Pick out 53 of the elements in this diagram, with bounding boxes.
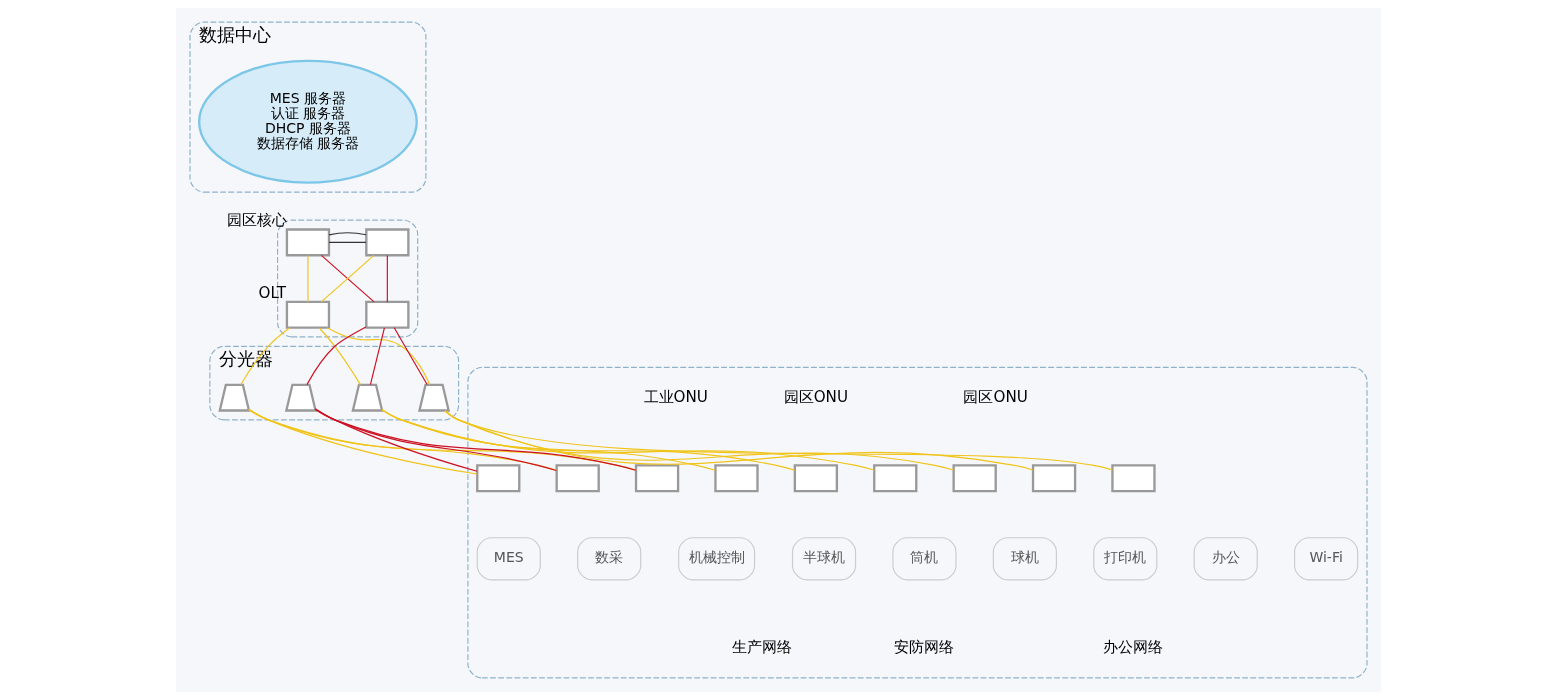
label: 工业ONU — [643, 387, 708, 406]
node-box — [555, 464, 600, 493]
node-box — [634, 464, 679, 493]
node-box: Wi-Fi — [1293, 537, 1358, 581]
connector — [306, 254, 309, 303]
connector — [326, 327, 430, 386]
node-box — [952, 464, 997, 493]
node-box: 数采 — [576, 537, 641, 581]
node-trapezium — [350, 383, 384, 412]
node-ellipse: MES 服务器 认证 服务器 DHCP 服务器 数据存储 服务器 — [197, 59, 418, 184]
node-box — [364, 228, 410, 257]
connector — [393, 327, 428, 386]
connector — [247, 409, 636, 471]
node-box: 球机 — [992, 537, 1057, 581]
node-box: 机械控制 — [677, 537, 755, 581]
node-box — [1031, 464, 1076, 493]
node-trapezium — [217, 383, 250, 412]
node-box — [793, 464, 838, 493]
connector — [314, 408, 557, 472]
node-label: OLT — [258, 283, 286, 302]
node-label: 园区核心 — [226, 211, 287, 230]
connector — [305, 326, 366, 386]
connector — [247, 408, 478, 475]
node-box: 打印机 — [1092, 537, 1157, 581]
label: 办公网络 — [1102, 637, 1163, 656]
label: 园区ONU — [783, 387, 848, 406]
node-box: MES — [476, 537, 541, 581]
cluster — [466, 366, 1368, 679]
connector — [239, 327, 290, 386]
connector — [314, 409, 636, 471]
node-box — [872, 464, 917, 493]
node-box: 办公 — [1193, 537, 1258, 581]
node-box — [713, 464, 759, 493]
node-box — [285, 228, 330, 257]
label: 生产网络 — [731, 637, 792, 656]
node-box: 筒机 — [891, 537, 957, 581]
label: 安防网络 — [893, 637, 954, 656]
node-trapezium — [417, 383, 450, 412]
connector — [327, 241, 366, 243]
connector — [369, 327, 385, 386]
label: 园区ONU — [962, 387, 1028, 406]
node-box — [1110, 464, 1156, 493]
node-box — [475, 464, 520, 493]
connector — [314, 408, 478, 472]
connector — [318, 327, 361, 386]
node-trapezium — [284, 383, 317, 412]
connector — [247, 409, 557, 471]
connector — [327, 232, 366, 236]
connector — [386, 254, 388, 303]
node-box — [285, 300, 330, 329]
node-box: 半球机 — [791, 537, 856, 581]
connector — [380, 409, 875, 471]
node-box — [364, 300, 410, 329]
